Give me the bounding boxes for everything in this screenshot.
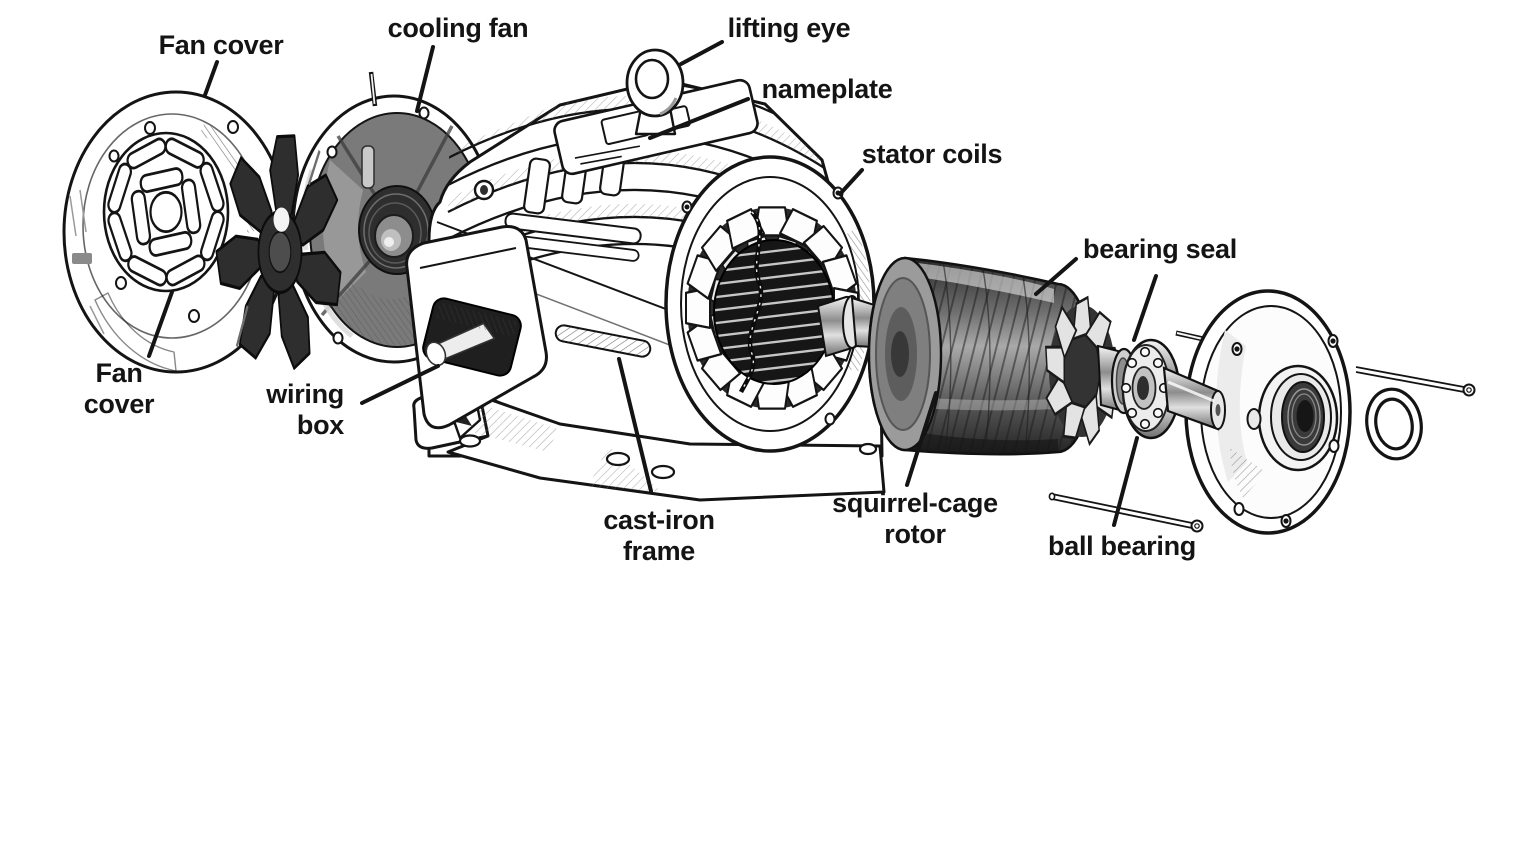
bearing-balls <box>1120 346 1170 430</box>
stator-assembly <box>664 155 892 453</box>
cover-side-hatch <box>69 189 105 335</box>
label-bearing-seal: bearing seal <box>1083 234 1237 264</box>
label-stator-coils: stator coils <box>861 139 1003 169</box>
leader-nameplate <box>648 97 750 140</box>
through-bolt-upper <box>1355 366 1476 397</box>
label-cooling-fan: cooling fan <box>387 13 529 43</box>
label-lifting-eye: lifting eye <box>727 13 851 43</box>
frame-vent-slot <box>504 212 642 245</box>
bell-shade-wedge <box>1216 330 1247 482</box>
frame-flange-boss <box>473 179 495 201</box>
o-ring-seal <box>1365 387 1423 461</box>
label-wiring-box: wiring box <box>266 379 344 440</box>
leader-lifting-eye <box>679 40 724 66</box>
front-end-bell <box>1184 289 1352 535</box>
leader-cooling-fan <box>415 45 435 113</box>
cooling-fan-part <box>214 128 347 374</box>
squirrel-cage-rotor-part <box>867 256 1129 456</box>
fan-cover-grille <box>106 134 226 290</box>
shaft-end <box>1162 366 1226 431</box>
leader-lines <box>147 40 1158 527</box>
label-fan-cover-bottom: Fan cover <box>83 358 155 419</box>
leader-squirrel-cage-rotor <box>905 391 938 487</box>
leader-ball-bearing <box>1112 436 1139 527</box>
cover-stamp-mark <box>72 253 92 264</box>
bell-boss <box>1246 364 1339 472</box>
label-nameplate: nameplate <box>761 74 893 104</box>
leader-bearing-seal-left <box>1034 257 1078 296</box>
leader-wiring-box <box>360 364 440 405</box>
frame-feet <box>412 386 886 502</box>
housing-pin <box>368 71 378 107</box>
through-bolt-lower <box>1048 492 1204 533</box>
leader-fan-cover-bottom <box>147 290 174 358</box>
wire-harness <box>738 210 764 394</box>
bell-hatch <box>1230 448 1266 498</box>
leader-bearing-seal-right <box>1132 274 1158 342</box>
leader-fan-cover-top <box>203 60 219 97</box>
ball-bearing-part <box>1120 338 1181 440</box>
lifting-eye-part <box>625 48 685 136</box>
label-fan-cover-top: Fan cover <box>158 30 284 60</box>
label-squirrel-cage-rotor: squirrel-cage rotor <box>832 488 998 549</box>
leader-cast-iron-frame <box>617 357 653 493</box>
leader-stator-coils <box>838 168 864 196</box>
wiring-box-part <box>405 225 548 440</box>
label-ball-bearing: ball bearing <box>1048 531 1196 561</box>
label-cast-iron-frame: cast-iron frame <box>603 505 715 566</box>
housing-slot <box>361 145 375 189</box>
cover-screw-holes <box>108 120 239 323</box>
bell-screw-holes <box>1231 334 1340 528</box>
